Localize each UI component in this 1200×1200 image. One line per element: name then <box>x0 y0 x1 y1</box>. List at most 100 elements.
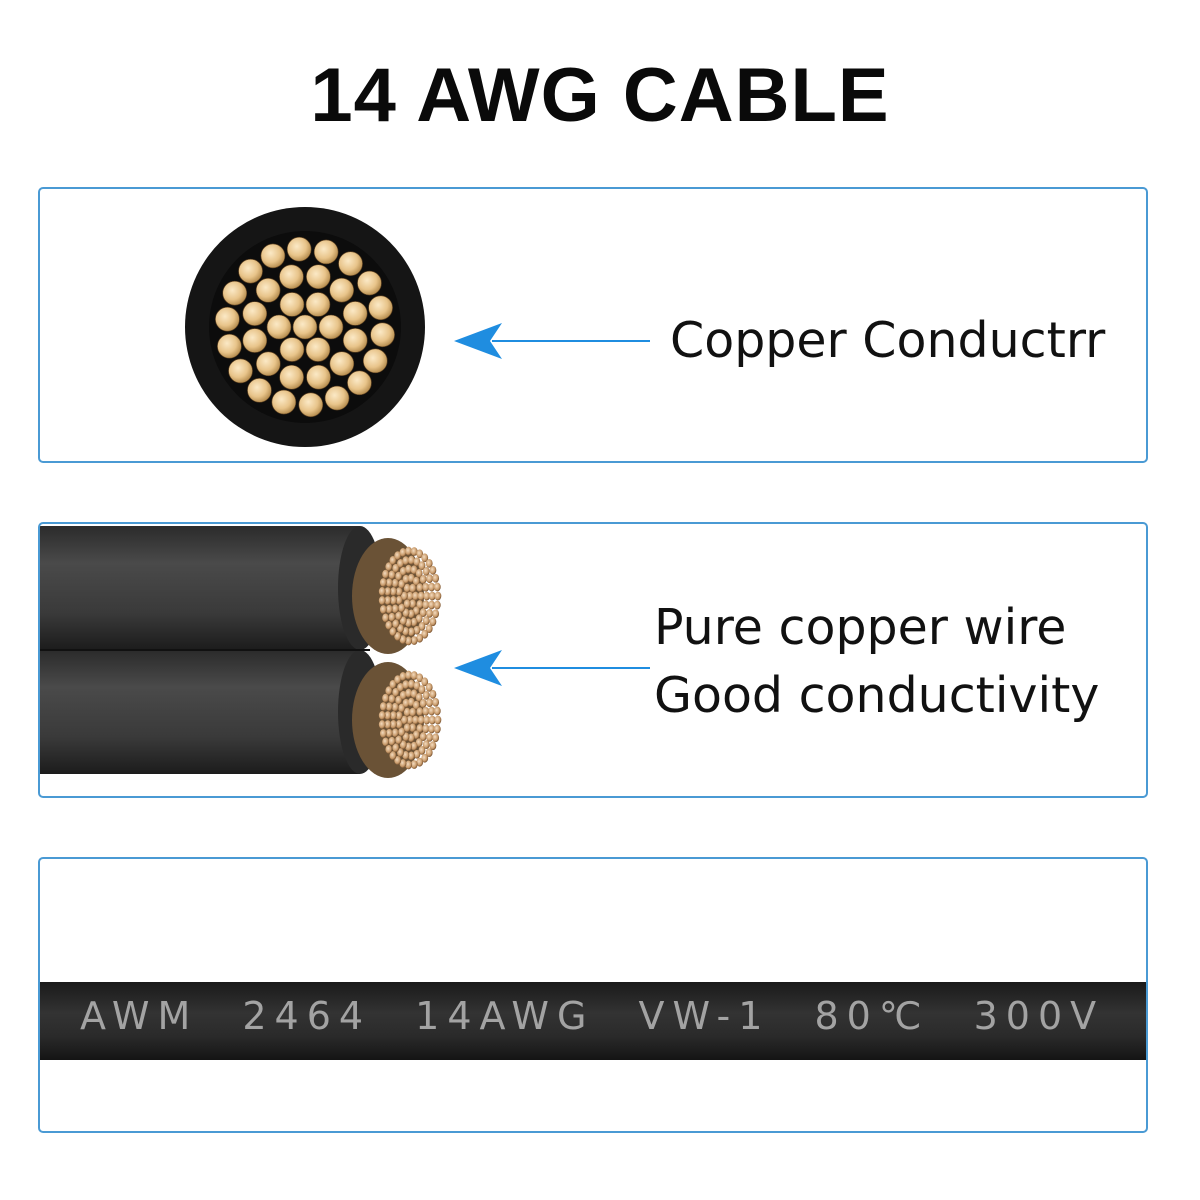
copper-wire-strand <box>428 706 436 716</box>
copper-wire-strand <box>421 677 429 687</box>
copper-strand <box>305 337 331 362</box>
copper-wire-strand <box>433 706 441 716</box>
copper-wire-strand <box>399 635 407 644</box>
copper-wire-strand <box>418 561 426 571</box>
copper-wire-strand <box>391 604 399 614</box>
copper-wire-strand <box>399 616 407 626</box>
copper-wire-strand <box>378 711 386 720</box>
copper-wire-strand <box>395 695 403 705</box>
copper-wire-strand <box>401 591 408 601</box>
copper-wire-strand <box>395 611 403 621</box>
copper-wire-strand <box>385 604 393 614</box>
copper-wire-strand <box>433 724 441 734</box>
copper-wire-strand <box>432 733 440 743</box>
copper-wire-strand <box>421 629 429 639</box>
copper-wire-strand <box>389 627 397 636</box>
copper-wire-strand <box>392 563 400 573</box>
copper-wire-strand <box>425 624 433 634</box>
copper-wire-strand <box>388 736 396 746</box>
copper-strand <box>368 295 393 321</box>
copper-wire-strand <box>413 749 421 759</box>
copper-wire-strand <box>399 566 407 576</box>
copper-wire-strand <box>426 698 433 708</box>
copper-wire-strand <box>392 687 400 697</box>
copper-wire-strand <box>382 693 390 703</box>
copper-wire-strand <box>379 605 387 614</box>
cable-print-panel: AWM 2464 14AWG VW-1 80℃ 300V <box>38 857 1148 1133</box>
wire-label-line2: Good conductivity <box>654 667 1100 724</box>
copper-wire-strand <box>394 551 402 560</box>
copper-wire-strand <box>399 759 407 768</box>
copper-wire-strand <box>399 740 407 750</box>
copper-strand <box>347 370 372 396</box>
copper-strand <box>279 337 305 362</box>
copper-wire-strand <box>408 627 415 637</box>
copper-wire-strand <box>389 556 397 565</box>
copper-wire-strand <box>410 741 418 751</box>
copper-wire-strand <box>392 743 400 753</box>
copper-wire-strand <box>385 686 393 696</box>
copper-wire-strand <box>422 740 430 750</box>
copper-wire-strand <box>410 689 418 699</box>
copper-wire-strand <box>379 702 387 711</box>
copper-wire-strand <box>390 720 397 729</box>
copper-strand <box>329 351 355 377</box>
copper-wire-strand <box>403 583 411 593</box>
copper-wire-strand <box>384 596 392 605</box>
copper-wire-strand <box>421 753 429 763</box>
copper-strand <box>266 314 292 340</box>
copper-wire-strand <box>385 744 393 754</box>
copper-wire-strand <box>402 698 410 708</box>
copper-wire-strand <box>413 625 421 635</box>
copper-wire-strand <box>378 596 386 605</box>
copper-wire-strand <box>384 720 392 729</box>
copper-wire-strand <box>415 568 423 578</box>
copper-wire-strand <box>408 751 415 761</box>
copper-strand <box>357 270 382 296</box>
copper-strand <box>342 301 368 326</box>
copper-wire-strand <box>405 670 412 680</box>
copper-wire-strand <box>410 636 418 645</box>
copper-wire-strand <box>409 707 417 717</box>
copper-wire-strand <box>394 632 402 641</box>
copper-strand <box>215 306 240 332</box>
copper-wire-strand <box>379 729 387 738</box>
copper-wire-strand <box>426 574 433 584</box>
copper-wire-strand <box>403 707 411 717</box>
copper-strand <box>286 236 312 262</box>
arrow-left-icon <box>454 650 650 686</box>
copper-wire-strand <box>392 619 400 629</box>
copper-wire-strand <box>412 591 419 601</box>
copper-wire-strand <box>401 715 408 725</box>
copper-strand <box>318 314 344 340</box>
copper-strand <box>255 277 281 303</box>
copper-wire-strand <box>407 609 415 619</box>
page-title: 14 AWG CABLE <box>310 53 890 138</box>
copper-wire-strand <box>399 672 407 681</box>
copper-wire-strand <box>415 738 423 748</box>
copper-wire-strand <box>433 600 441 610</box>
copper-wire-strand <box>399 690 407 700</box>
copper-wire-strand <box>433 582 441 592</box>
copper-wire-strand <box>425 748 433 758</box>
copper-wire-strand <box>434 591 442 601</box>
copper-wire-strand <box>408 679 415 689</box>
copper-wire-strand <box>395 711 403 721</box>
cross-section-panel: Copper Conductrr <box>38 187 1148 463</box>
copper-wire-strand <box>432 573 440 583</box>
copper-wire-strand <box>398 603 406 613</box>
copper-strand <box>329 277 355 303</box>
copper-wire-strand <box>388 612 396 622</box>
copper-wire-strand <box>422 582 430 592</box>
copper-wire-strand <box>399 548 407 557</box>
copper-strand <box>313 239 339 265</box>
copper-wire-strand <box>418 685 426 695</box>
copper-wire-strand <box>385 702 393 712</box>
copper-wire-strand <box>426 732 433 742</box>
copper-wire-strand <box>385 562 393 572</box>
copper-wire-strand <box>391 728 399 738</box>
copper-strand <box>279 264 304 290</box>
copper-wire-strand <box>385 728 393 738</box>
copper-wire-strand <box>402 608 410 618</box>
copper-wire-strand <box>422 600 430 610</box>
